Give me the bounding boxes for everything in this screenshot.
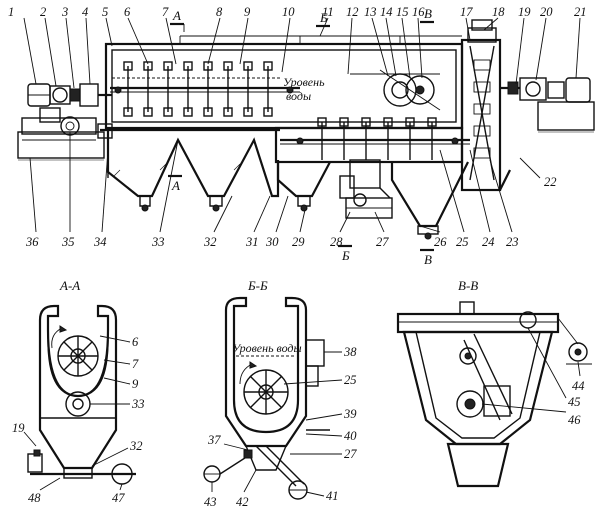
label-1: 1 xyxy=(8,5,14,19)
label-aa-33: 33 xyxy=(131,397,145,411)
section-bb: Б-Б Уровень воды xyxy=(203,278,357,509)
label-aa-47: 47 xyxy=(112,491,125,505)
label-aa-48: 48 xyxy=(28,491,41,505)
label-3: 3 xyxy=(61,5,68,19)
label-20: 20 xyxy=(540,5,553,19)
lower-trough xyxy=(274,117,470,164)
label-22: 22 xyxy=(544,175,557,189)
label-bb-41: 41 xyxy=(326,489,339,503)
label-24: 24 xyxy=(482,235,495,249)
label-25: 25 xyxy=(456,235,469,249)
left-drive-base xyxy=(17,107,105,161)
label-28: 28 xyxy=(330,235,343,249)
label-aa-9: 9 xyxy=(132,377,139,391)
lower-hopper xyxy=(276,161,469,240)
section-aa-title: А-А xyxy=(59,278,80,293)
bottom-leaders xyxy=(29,132,541,233)
label-13: 13 xyxy=(364,5,377,19)
label-5: 5 xyxy=(102,5,108,19)
label-4: 4 xyxy=(82,5,88,19)
main-view: Уровень воды xyxy=(8,5,595,267)
top-leaders xyxy=(23,17,581,89)
label-bb-37: 37 xyxy=(207,433,221,447)
label-34: 34 xyxy=(93,235,107,249)
label-aa-6: 6 xyxy=(132,335,139,349)
label-vv-44: 44 xyxy=(572,379,585,393)
section-mark-v-top: В xyxy=(424,6,432,21)
pump-unit xyxy=(339,159,393,219)
label-19: 19 xyxy=(518,5,531,19)
label-vv-45: 45 xyxy=(568,395,581,409)
label-29: 29 xyxy=(292,235,305,249)
water-level-label-line-1: Уровень xyxy=(283,75,325,89)
right-drive xyxy=(500,77,595,133)
label-6: 6 xyxy=(124,5,131,19)
label-bb-39: 39 xyxy=(343,407,357,421)
label-bb-25: 25 xyxy=(344,373,357,387)
left-top-drive xyxy=(27,83,112,107)
right-elevator xyxy=(460,19,511,192)
label-8: 8 xyxy=(216,5,223,19)
dewatering-drum xyxy=(350,69,441,111)
label-14: 14 xyxy=(380,5,393,19)
label-9: 9 xyxy=(244,5,251,19)
label-10: 10 xyxy=(282,5,295,19)
section-mark-b-bottom: Б xyxy=(341,248,350,263)
label-17: 17 xyxy=(460,5,473,19)
section-markers: А А Б Б В В xyxy=(168,6,434,267)
label-30: 30 xyxy=(265,235,279,249)
hoppers xyxy=(106,130,280,212)
right-numbers: 22 23 24 25 26 27 28 29 30 31 32 33 34 3… xyxy=(25,175,557,249)
section-mark-a-top: А xyxy=(172,8,181,23)
label-21: 21 xyxy=(574,5,587,19)
section-mark-v-bottom: В xyxy=(424,252,432,267)
upper-shaft-paddles xyxy=(114,61,294,117)
section-bb-title: Б-Б xyxy=(247,278,268,293)
label-aa-19: 19 xyxy=(12,421,25,435)
label-23: 23 xyxy=(506,235,519,249)
left-bearing xyxy=(97,123,113,139)
label-18: 18 xyxy=(492,5,505,19)
label-26: 26 xyxy=(434,235,447,249)
label-31: 31 xyxy=(245,235,259,249)
label-vv-46: 46 xyxy=(568,413,581,427)
label-aa-32: 32 xyxy=(129,439,143,453)
section-mark-a-bottom: А xyxy=(171,178,180,193)
label-32: 32 xyxy=(203,235,217,249)
label-15: 15 xyxy=(396,5,409,19)
label-11: 11 xyxy=(322,5,334,19)
label-bb-42: 42 xyxy=(236,495,249,509)
label-27: 27 xyxy=(376,235,389,249)
label-33: 33 xyxy=(151,235,165,249)
label-bb-40: 40 xyxy=(344,429,357,443)
label-bb-38: 38 xyxy=(343,345,357,359)
water-level-label-line-2: воды xyxy=(286,89,311,103)
label-2: 2 xyxy=(40,5,46,19)
bb-water-level-label: Уровень воды xyxy=(232,341,302,355)
label-35: 35 xyxy=(61,235,75,249)
label-16: 16 xyxy=(412,5,425,19)
label-bb-27: 27 xyxy=(344,447,357,461)
section-vv-title: В-В xyxy=(458,278,478,293)
section-aa: А-А xyxy=(12,278,145,505)
label-7: 7 xyxy=(162,5,169,19)
section-vv: В-В 44 45 46 xyxy=(396,278,592,488)
top-numbers: 1 2 3 4 5 6 7 8 9 10 11 12 13 14 15 16 1… xyxy=(8,5,587,19)
label-12: 12 xyxy=(346,5,359,19)
label-bb-43: 43 xyxy=(204,495,217,509)
label-36: 36 xyxy=(25,235,39,249)
section-mark-b-top: Б xyxy=(319,10,328,25)
label-aa-7: 7 xyxy=(132,357,139,371)
